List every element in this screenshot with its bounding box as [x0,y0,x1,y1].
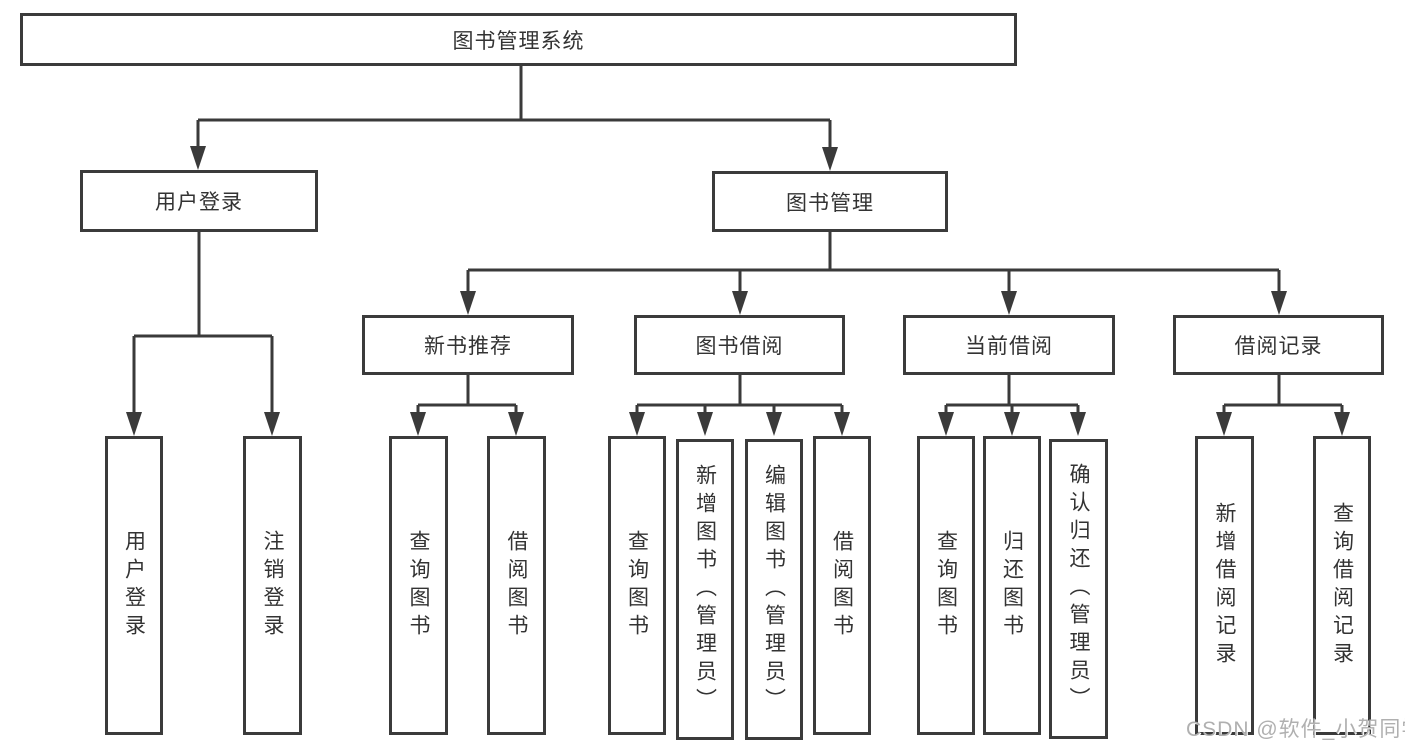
node-user-login: 用户登录 [80,170,318,232]
node-label: 新增图书（管理员） [693,463,717,716]
leaf-borrow-books-recommend: 借阅图书 [487,436,546,735]
leaf-add-borrow-record: 新增借阅记录 [1195,436,1254,735]
leaf-user-login: 用户登录 [105,436,163,735]
leaf-query-books-recommend: 查询图书 [389,436,448,735]
leaf-return-books: 归还图书 [983,436,1041,735]
node-label: 查询图书 [934,529,958,642]
node-book-management: 图书管理 [712,171,948,232]
node-borrow-records: 借阅记录 [1173,315,1384,375]
csdn-watermark: CSDN @软件_小贺同学 [1186,718,1405,741]
node-label: 图书借阅 [695,335,784,358]
leaf-query-books-current: 查询图书 [917,436,975,735]
node-label: 归还图书 [1000,529,1024,642]
node-label: 借阅图书 [830,529,854,642]
node-label: 用户登录 [122,529,146,642]
node-label: 当前借阅 [965,335,1053,358]
node-label: 用户登录 [155,191,243,214]
leaf-edit-books-admin: 编辑图书（管理员） [745,439,803,740]
node-label: 查询图书 [625,529,649,642]
node-current-borrow: 当前借阅 [903,315,1115,375]
node-label: 借阅记录 [1234,335,1323,358]
node-new-book-recommend: 新书推荐 [362,315,574,375]
leaf-add-books-admin: 新增图书（管理员） [676,439,734,740]
node-label: 新增借阅记录 [1213,501,1236,670]
node-label: 查询图书 [407,529,430,642]
node-label: 注销登录 [261,529,284,642]
leaf-borrow-books-borrow: 借阅图书 [813,436,871,735]
node-label: 查询借阅记录 [1330,501,1354,670]
leaf-confirm-return-admin: 确认归还（管理员） [1049,439,1108,739]
node-library-management-system: 图书管理系统 [20,13,1017,66]
node-label: 确认归还（管理员） [1067,463,1090,715]
leaf-query-books-borrow: 查询图书 [608,436,666,735]
leaf-logout: 注销登录 [243,436,302,735]
leaf-query-borrow-record: 查询借阅记录 [1313,436,1371,735]
node-label: 图书管理 [786,191,874,215]
node-book-borrow: 图书借阅 [634,315,845,375]
node-label: 新书推荐 [424,335,512,358]
node-label: 编辑图书（管理员） [762,463,786,716]
node-label: 图书管理系统 [452,29,585,53]
node-label: 借阅图书 [505,529,528,642]
